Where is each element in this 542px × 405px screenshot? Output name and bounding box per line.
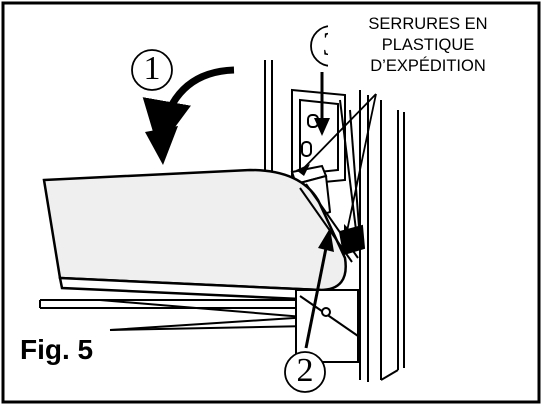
board-frame xyxy=(39,289,361,363)
rotation-arrow-head xyxy=(145,126,178,165)
leader-arrow-upper xyxy=(296,164,310,176)
callout-leaders xyxy=(299,93,377,237)
callout-line-2: PLASTIQUE xyxy=(381,36,475,54)
shipping-lock-callout: SERRURES EN PLASTIQUE D’EXPÉDITION xyxy=(328,14,528,77)
step-2-circle xyxy=(284,351,326,393)
leader-arrow-lower xyxy=(344,224,352,238)
mounting-bracket xyxy=(291,88,361,241)
step-1-circle xyxy=(131,49,173,91)
ironing-board xyxy=(42,168,359,302)
callout-line-1: SERRURES EN xyxy=(368,15,488,33)
figure-label: Fig. 5 xyxy=(20,334,94,365)
step-1-number: 1 xyxy=(143,50,161,87)
step-3-arrow-head xyxy=(314,118,330,136)
callout-line-3: D’EXPÉDITION xyxy=(370,57,486,75)
step-2-arrow-head xyxy=(318,228,334,252)
step-2-number: 2 xyxy=(296,352,314,389)
step-2-arrow xyxy=(304,247,328,349)
rotation-arrow xyxy=(142,66,235,150)
